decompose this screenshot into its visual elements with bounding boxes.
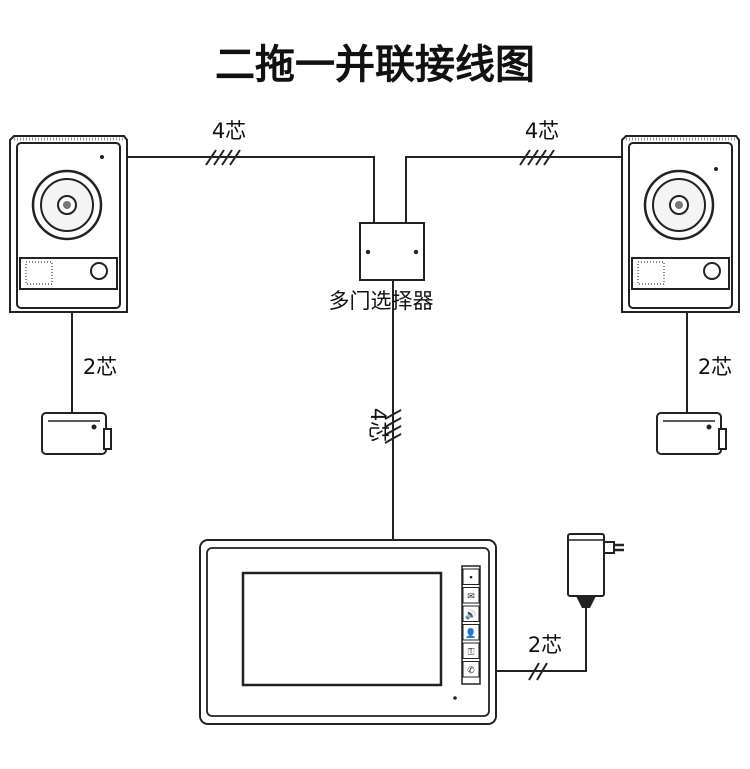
selector-label: 多门选择器 [329, 289, 434, 313]
wires [71, 156, 688, 672]
speaker-grille [25, 261, 53, 285]
speaker-icon: 🔊 [465, 608, 476, 620]
monitor-button-4[interactable] [462, 624, 480, 641]
dot-icon: • [468, 573, 473, 583]
selector-screw-right [413, 249, 419, 255]
adapter-cable-strain [576, 596, 596, 608]
monitor-button-6[interactable] [462, 661, 480, 678]
wire-label-right-top: 4芯 [525, 119, 559, 143]
selector-box [359, 222, 425, 281]
station-sensor-dot [714, 167, 718, 171]
camera-lens-core [675, 201, 683, 209]
station-sensor-dot [100, 155, 104, 159]
electric-lock-right [656, 412, 727, 455]
page-title: 二拖一并联接线图 [215, 42, 535, 88]
lock-bolt [718, 428, 727, 450]
speaker-grille [637, 261, 665, 285]
lock-bolt [103, 428, 112, 450]
wire-right-station [405, 156, 632, 225]
power-adapter [567, 533, 624, 608]
monitor-buttons: • ✉ 🔊 👤 ⚿ ✆ [462, 568, 480, 678]
mail-icon: ✉ [467, 592, 475, 602]
monitor-button-3[interactable] [462, 605, 480, 622]
hatch-right-top [519, 149, 555, 166]
wire-label-lock-left: 2芯 [83, 355, 117, 379]
hatch-left-top [205, 149, 241, 166]
key-icon: ⚿ [468, 647, 475, 657]
wire-label-lock-right: 2芯 [698, 355, 732, 379]
wire-power [496, 608, 587, 672]
hatch-power [528, 662, 548, 681]
lock-body [656, 412, 722, 455]
camera-lens-core [63, 201, 71, 209]
outdoor-station-left [9, 135, 128, 313]
indoor-monitor: • ✉ 🔊 👤 ⚿ ✆ [199, 539, 497, 725]
wire-left-station [104, 156, 375, 225]
hatch-marks [205, 149, 555, 681]
wire-label-left-top: 4芯 [212, 119, 246, 143]
wire-label-center: 4芯 [366, 408, 390, 442]
door-selector: 多门选择器 [329, 222, 434, 313]
monitor-button-2[interactable] [462, 587, 480, 604]
monitor-indicator [453, 696, 457, 700]
button-column-frame [461, 565, 481, 685]
monitor-screen [241, 571, 443, 687]
monitor-button-5[interactable] [462, 642, 480, 659]
adapter-plug-base [603, 541, 615, 554]
outdoor-station-right [621, 135, 740, 313]
electric-lock-left [41, 412, 112, 455]
monitor-button-1[interactable] [462, 568, 480, 585]
lock-screw [706, 424, 712, 430]
wire-label-power: 2芯 [528, 633, 562, 657]
selector-screw-left [365, 249, 371, 255]
call-button[interactable] [703, 262, 721, 280]
lock-screw [91, 424, 97, 430]
lock-body [41, 412, 107, 455]
person-icon: 👤 [465, 627, 476, 639]
monitor-button-column: • ✉ 🔊 👤 ⚿ ✆ [461, 565, 481, 685]
phone-icon: ✆ [467, 666, 475, 676]
adapter-body [567, 533, 605, 597]
call-button[interactable] [90, 262, 108, 280]
hatch-center [384, 409, 402, 444]
